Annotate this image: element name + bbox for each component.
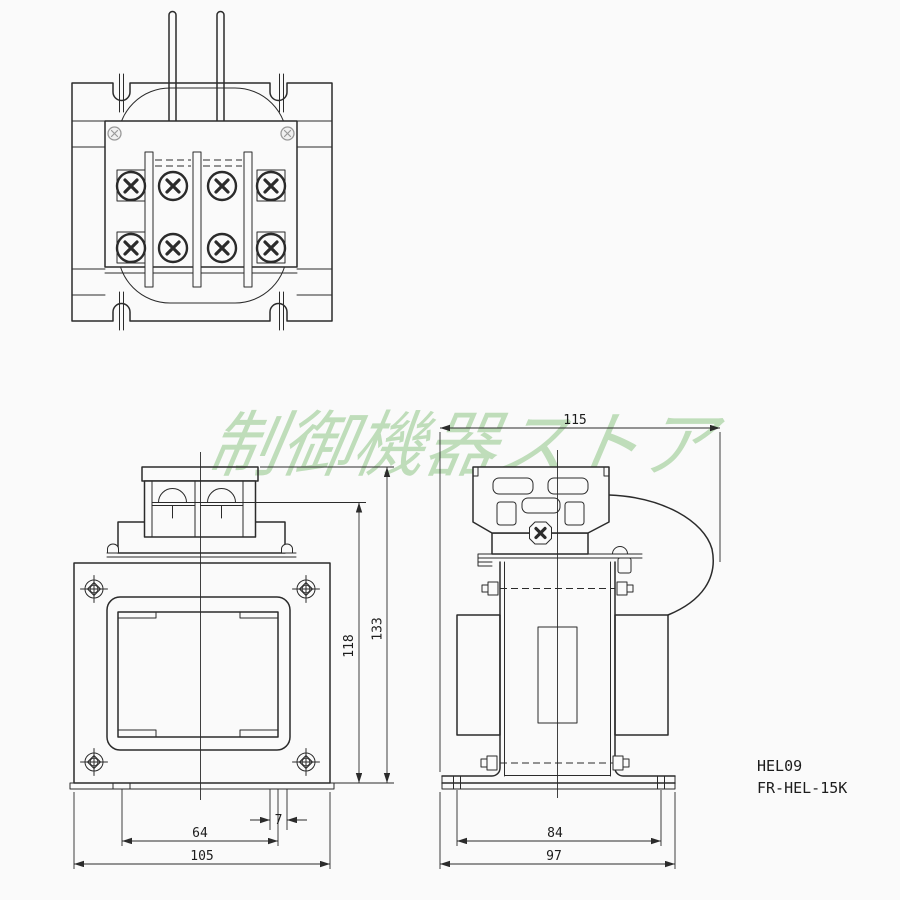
terminal-block-cavities <box>492 477 589 526</box>
foot-slot-ticks <box>453 775 665 790</box>
bracket-clip-left <box>107 543 119 554</box>
hidden-slot-lines <box>155 159 242 167</box>
core-window <box>117 611 279 738</box>
terminal-block-dividers <box>151 480 244 538</box>
dim-total-height: 133 <box>371 617 386 640</box>
top-view <box>71 10 333 331</box>
coil-side-right <box>614 614 669 736</box>
block-corner-notches <box>472 466 610 477</box>
divider-bars <box>144 151 253 288</box>
bracket-legs <box>441 561 676 777</box>
watermark-text: 制御機器ストア <box>202 405 728 488</box>
flange-screw-dome <box>612 546 628 555</box>
flange-clip <box>617 557 632 574</box>
dim-seat-height: 118 <box>342 634 357 657</box>
lead-wire-right <box>216 10 225 153</box>
clamp-screw-icon <box>529 521 552 545</box>
core-lamination-lines <box>71 120 333 296</box>
screw-shaft-lines <box>172 505 222 519</box>
base-feet <box>441 775 676 790</box>
dim-slot-width: 7 <box>275 813 283 828</box>
bracket-flange-lines <box>106 552 297 558</box>
side-view <box>441 450 714 798</box>
dim-total-width: 105 <box>190 849 213 864</box>
lead-wire-loop <box>608 494 714 616</box>
front-dimensions: 133 118 105 64 7 <box>73 466 394 869</box>
coil-side-left <box>456 614 501 736</box>
terminal-block-front <box>143 480 257 538</box>
base-flange <box>69 782 335 790</box>
dim-foot-slot-span: 84 <box>547 826 563 841</box>
lead-wire-left <box>168 10 177 153</box>
terminal-block-side <box>472 466 610 534</box>
terminal-screw-dome-right <box>207 488 236 503</box>
core-body-outline <box>71 82 333 322</box>
dim-base-depth: 97 <box>546 849 562 864</box>
side-dimensions: 115 84 97 <box>439 413 721 869</box>
dim-slot-span: 64 <box>192 826 208 841</box>
core-bolt-lower <box>480 755 630 771</box>
coil-cover-front <box>106 596 291 751</box>
cover-screw-icon <box>107 126 295 141</box>
front-view <box>69 452 335 800</box>
part-labels: HEL09 FR-HEL-15K <box>757 757 847 797</box>
base-slot-ticks-left <box>112 782 131 790</box>
dim-total-depth: 115 <box>563 413 586 428</box>
model-label: HEL09 <box>757 757 802 775</box>
lamination-step-marks <box>117 611 279 738</box>
mounting-stud-lines <box>119 73 284 331</box>
body-front <box>73 562 331 784</box>
terminal-screw-dome-left <box>158 488 187 503</box>
part-number-label: FR-HEL-15K <box>757 779 847 797</box>
bracket-clip-right <box>281 543 293 554</box>
